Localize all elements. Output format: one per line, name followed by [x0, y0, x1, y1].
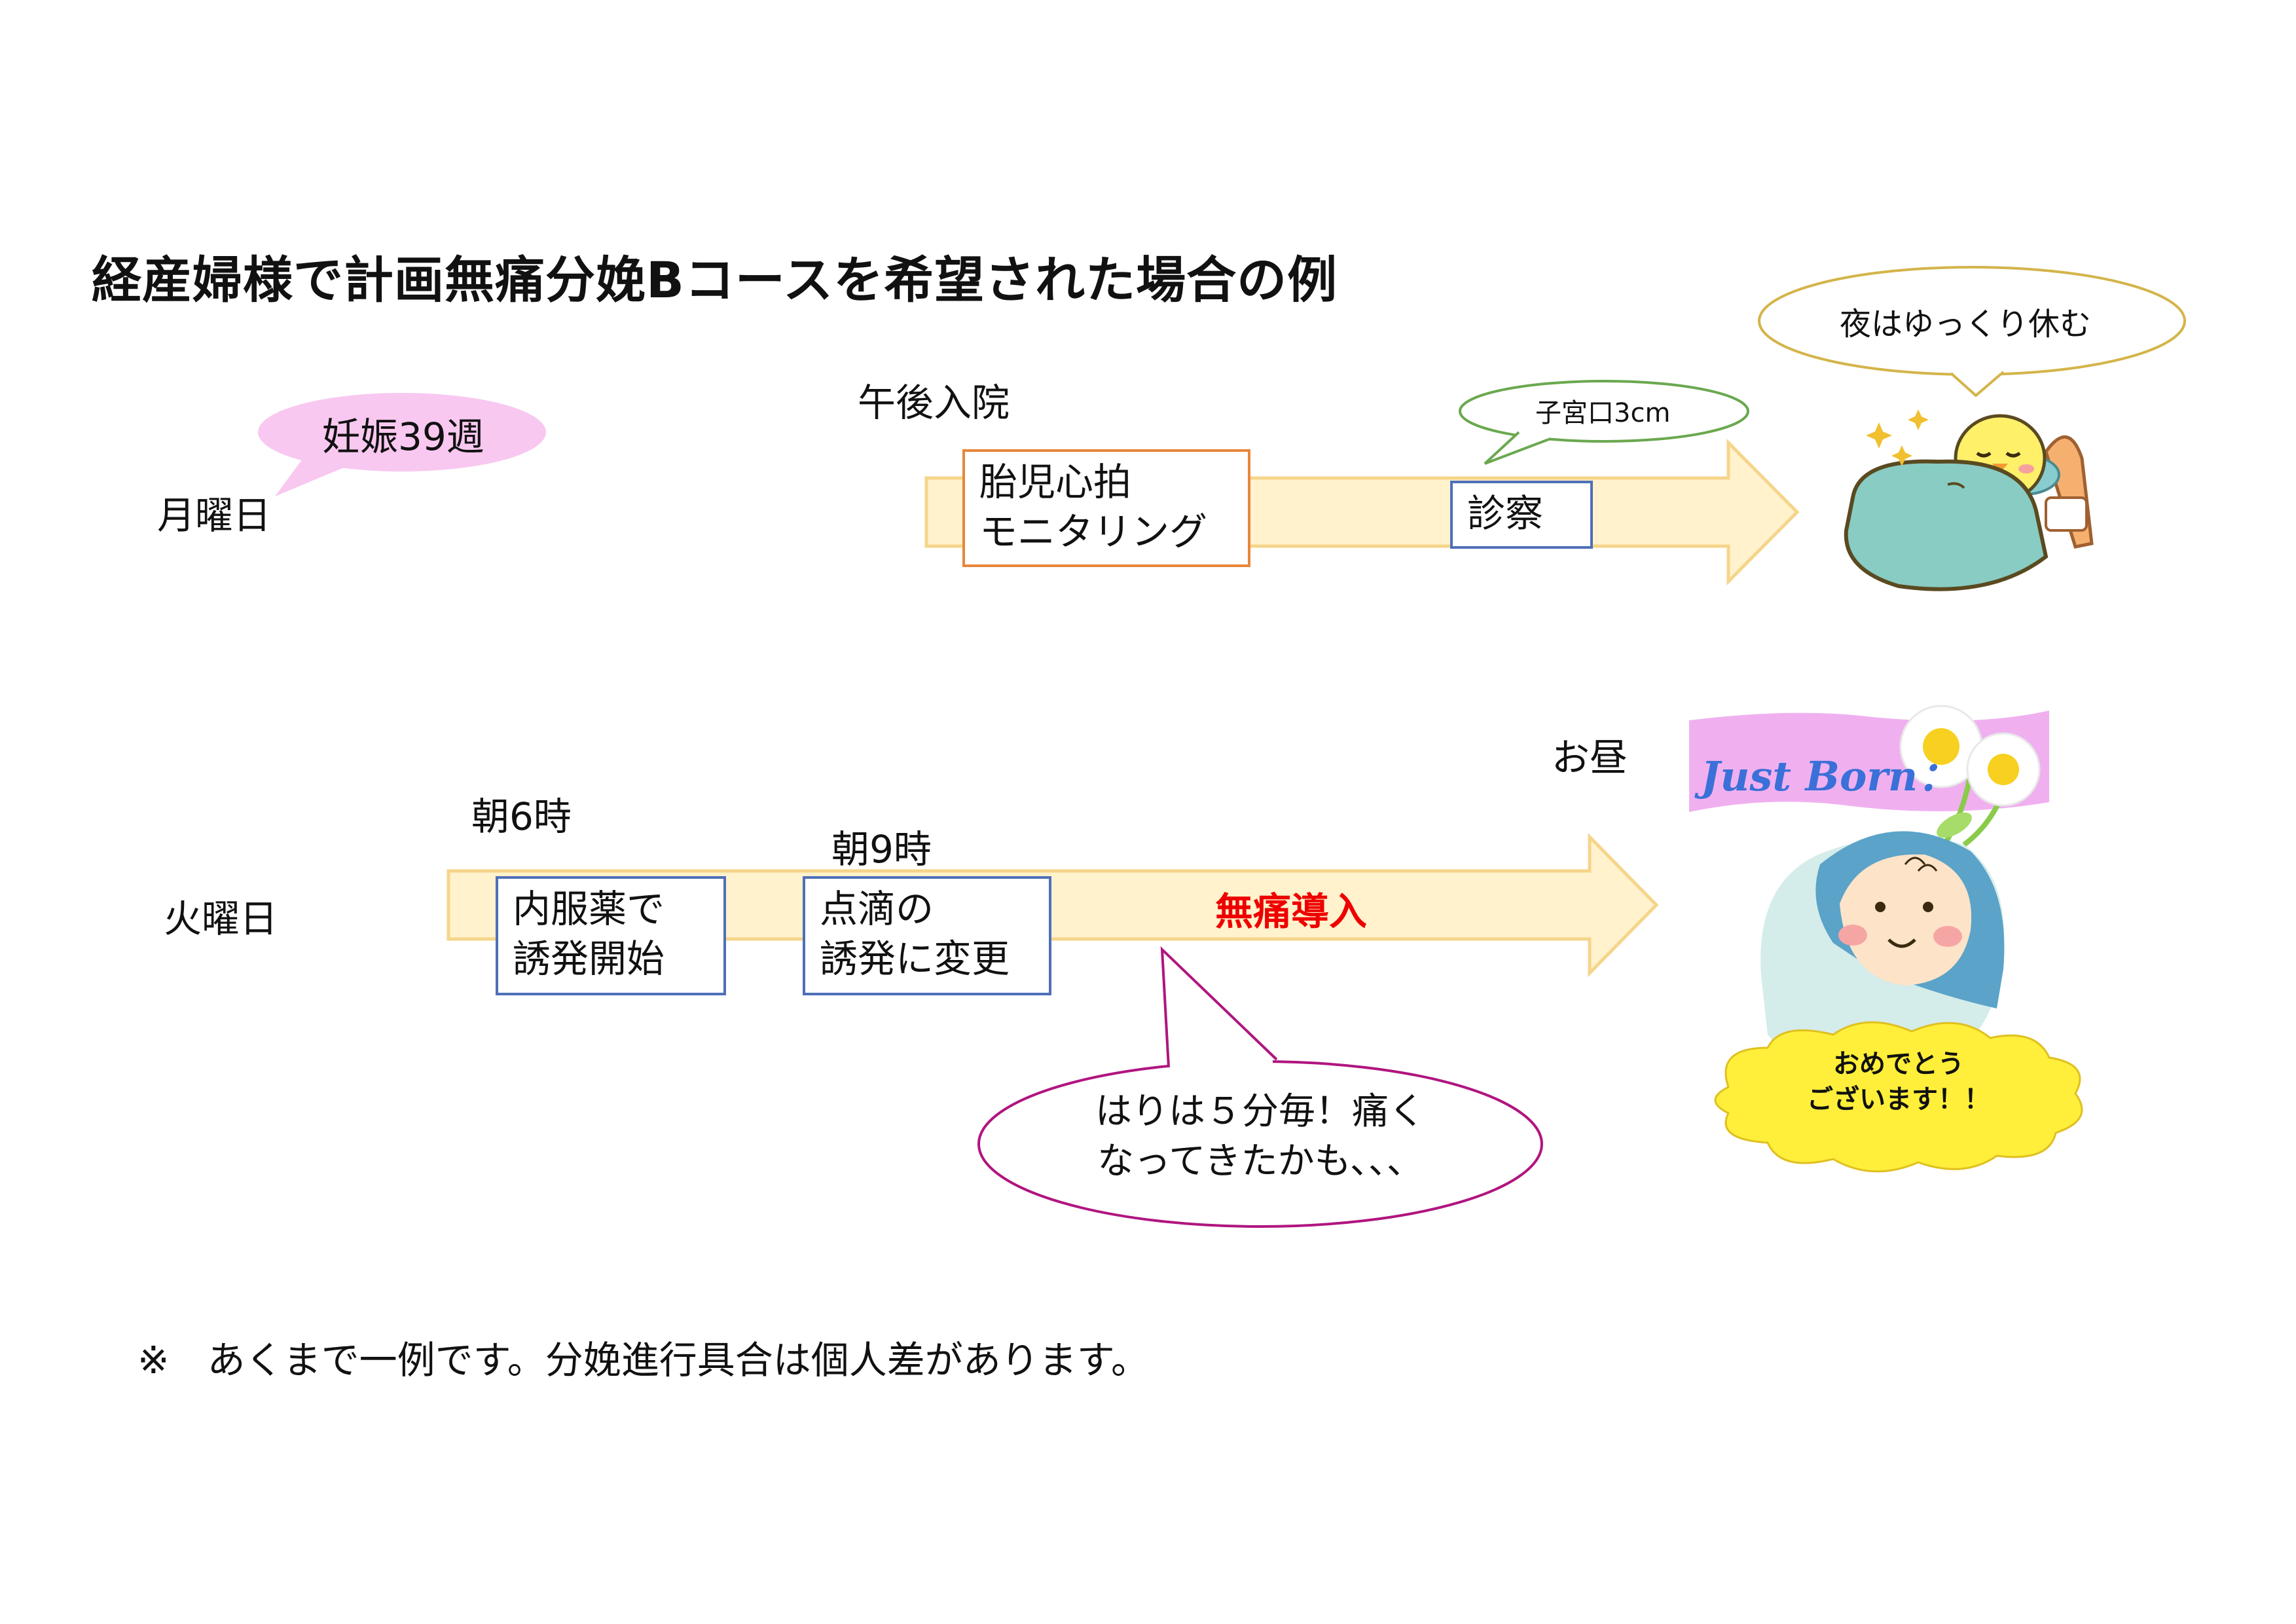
time-9am-label: 朝9時: [831, 827, 932, 872]
oral-induction-line-2: 誘発開始: [513, 936, 665, 981]
time-6am-label: 朝6時: [471, 794, 572, 839]
rest-bubble-text: 夜はゆっくり休む: [1840, 306, 2092, 342]
sleeping-chick-icon: [1844, 414, 2094, 591]
week-bubble-text: 妊娠39週: [322, 415, 484, 459]
oral-induction-line-1: 内服薬で: [513, 887, 665, 931]
contraction-line-1: はりは５分毎！痛く: [1095, 1090, 1425, 1133]
congrats-text: おめでとう ございます！！: [1735, 1046, 2062, 1117]
just-born-text: Just Born：: [1701, 752, 1959, 800]
contraction-speech-bubble: [977, 946, 1543, 1228]
footnote: ※ あくまで一例です。分娩進行具合は個人差があります。: [137, 1338, 1149, 1382]
congrats-line-2: ございます！！: [1807, 1084, 1990, 1115]
rest-speech-bubble: [1758, 266, 2186, 397]
congrats-line-1: おめでとう: [1833, 1049, 1964, 1079]
tuesday-day-label: 火曜日: [164, 896, 278, 941]
epidural-start-label: 無痛導入: [1215, 889, 1368, 934]
iv-induction-line-1: 点滴の: [820, 887, 934, 931]
exam-label: 診察: [1467, 491, 1544, 536]
contraction-bubble-text: はりは５分毎！痛く なってきたかも、、、: [1018, 1087, 1503, 1187]
congrats-cloud: [1714, 1021, 2083, 1173]
cervix-speech-bubble: [1459, 380, 1749, 465]
noon-label: お昼: [1552, 735, 1628, 780]
contraction-line-2: なってきたかも、、、: [1097, 1140, 1423, 1183]
sparkle-star-icon: [1866, 409, 1929, 466]
iv-induction-box: 点滴の 誘発に変更: [803, 876, 1051, 995]
week-speech-bubble: [258, 393, 546, 496]
monday-day-label: 月曜日: [157, 493, 272, 538]
page-title: 経産婦様で計画無痛分娩Bコースを希望された場合の例: [92, 251, 1338, 309]
oral-induction-box: 内服薬で 誘発開始: [496, 876, 726, 995]
admission-time-label: 午後入院: [858, 380, 1010, 425]
cervix-bubble-text: 子宮口3cm: [1535, 398, 1671, 428]
fetal-monitoring-box: 胎児心拍 モニタリング: [962, 449, 1250, 567]
daisy-flower-icon: [1899, 705, 2041, 847]
newborn-baby-icon: [1760, 831, 2005, 1082]
fetal-monitoring-line-2: モニタリング: [979, 509, 1208, 554]
fetal-monitoring-line-1: 胎児心拍: [979, 460, 1132, 504]
exam-box: 診察: [1450, 481, 1593, 549]
iv-induction-line-2: 誘発に変更: [820, 936, 1010, 981]
